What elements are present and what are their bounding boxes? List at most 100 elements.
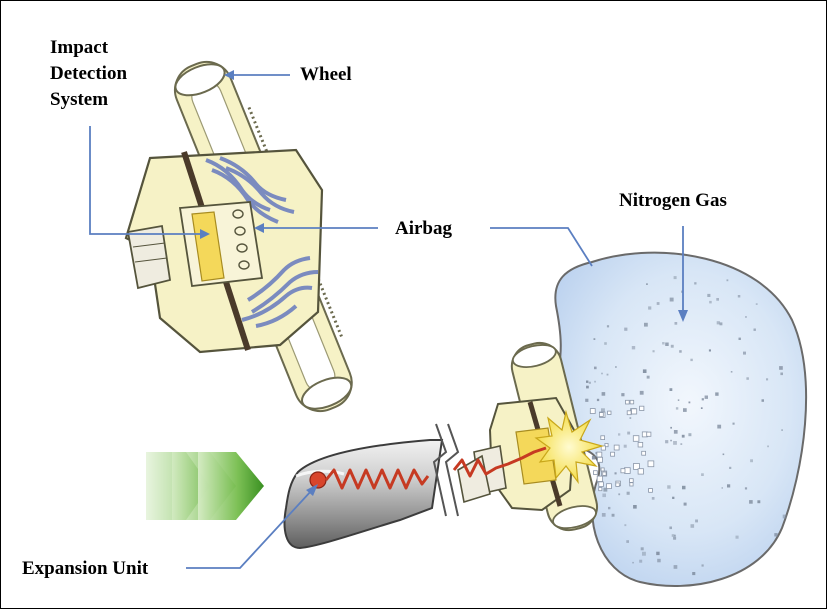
gas-particle [729, 466, 732, 469]
gas-particle [679, 350, 682, 353]
leader-expansion-unit [186, 489, 313, 569]
gas-particle [591, 455, 596, 460]
label-impact-line1: Impact [50, 37, 109, 58]
gas-particle [598, 481, 604, 487]
gas-particle [722, 453, 725, 456]
gas-particle [671, 534, 675, 537]
gas-particle [624, 327, 628, 331]
upper-wheel-assembly [124, 60, 353, 413]
gas-particle [600, 435, 605, 440]
gas-particle [766, 378, 769, 381]
label-airbag: Airbag [395, 218, 452, 239]
gas-particle [750, 459, 753, 463]
gas-particle [637, 441, 644, 448]
gas-particle [753, 328, 756, 331]
gas-particle [755, 303, 758, 305]
impact-direction-arrows [146, 452, 264, 520]
gas-particle [730, 371, 733, 373]
gas-particle [738, 337, 741, 340]
gas-particle [683, 502, 687, 506]
gas-particle [681, 434, 685, 438]
gas-particle [690, 524, 695, 528]
gas-particle [744, 487, 748, 490]
gas-particle [716, 298, 719, 301]
gas-particle [692, 572, 696, 576]
gas-particle [601, 408, 605, 413]
gas-particle [639, 405, 645, 411]
gas-particle [665, 440, 669, 444]
gas-particle [602, 493, 606, 498]
gas-particle [673, 565, 678, 569]
gas-particle [632, 435, 640, 442]
gas-particle [749, 500, 753, 504]
gas-particle [646, 375, 650, 379]
gas-particle [629, 478, 634, 483]
gas-particle [670, 439, 672, 442]
gas-particle [610, 451, 615, 457]
gas-particle [611, 513, 615, 517]
gas-particle [708, 349, 711, 352]
expansion-unit-assembly [283, 423, 547, 550]
gas-particle [602, 471, 607, 476]
gas-particle [677, 399, 680, 401]
gas-particle [648, 488, 653, 493]
gas-particle [680, 443, 683, 445]
gas-particle [647, 460, 655, 468]
gas-particle [715, 392, 719, 396]
gas-particle [709, 300, 712, 304]
gas-particle [618, 493, 621, 496]
gas-particle [620, 468, 626, 474]
gas-particle [682, 485, 686, 490]
gas-particle [603, 487, 608, 492]
leader-lines [89, 70, 688, 569]
gas-particle [599, 412, 604, 417]
gas-particle [639, 559, 643, 563]
gas-particle [618, 433, 621, 436]
gas-particle [782, 514, 787, 519]
gas-particle [673, 276, 677, 280]
gas-particle [593, 338, 596, 340]
gas-particle [669, 526, 672, 530]
gas-particle [672, 496, 675, 499]
gas-particle [657, 558, 661, 563]
leader-airbag-inflated [490, 227, 593, 267]
gas-particle [615, 366, 617, 368]
gas-particle [621, 393, 625, 397]
impact-arrow-3 [198, 452, 264, 520]
gas-particle [646, 283, 648, 285]
gas-particle [704, 395, 708, 399]
folded-airbag [205, 156, 319, 328]
gas-particle [700, 407, 703, 409]
gas-particle [586, 380, 589, 383]
gas-particle [719, 322, 723, 326]
gas-particle [640, 547, 644, 551]
gas-particle [735, 535, 739, 539]
gas-particle [625, 399, 630, 405]
gas-particle [629, 482, 634, 487]
gas-particle [589, 408, 596, 414]
gas-particle [607, 410, 612, 415]
gas-particle [598, 487, 603, 492]
gas-particle [614, 472, 617, 475]
gas-particle [732, 422, 735, 425]
gas-particle [601, 513, 606, 517]
gas-particle [631, 408, 638, 415]
gas-particle [626, 540, 629, 543]
gas-particle [669, 297, 674, 302]
gas-particle [670, 426, 672, 429]
gas-particle [688, 401, 691, 404]
gas-particle [604, 443, 609, 448]
gas-particle [633, 505, 637, 509]
gas-particle [779, 366, 783, 370]
label-wheel: Wheel [300, 64, 352, 85]
gas-particle [606, 483, 612, 490]
gas-particle [707, 293, 711, 297]
gas-particle [632, 561, 634, 564]
gas-particle [586, 385, 589, 389]
gas-particle [774, 533, 778, 537]
gas-particle [695, 519, 698, 523]
gas-particle [594, 366, 597, 370]
gas-particle [624, 524, 627, 527]
inflated-airbag [545, 251, 808, 588]
